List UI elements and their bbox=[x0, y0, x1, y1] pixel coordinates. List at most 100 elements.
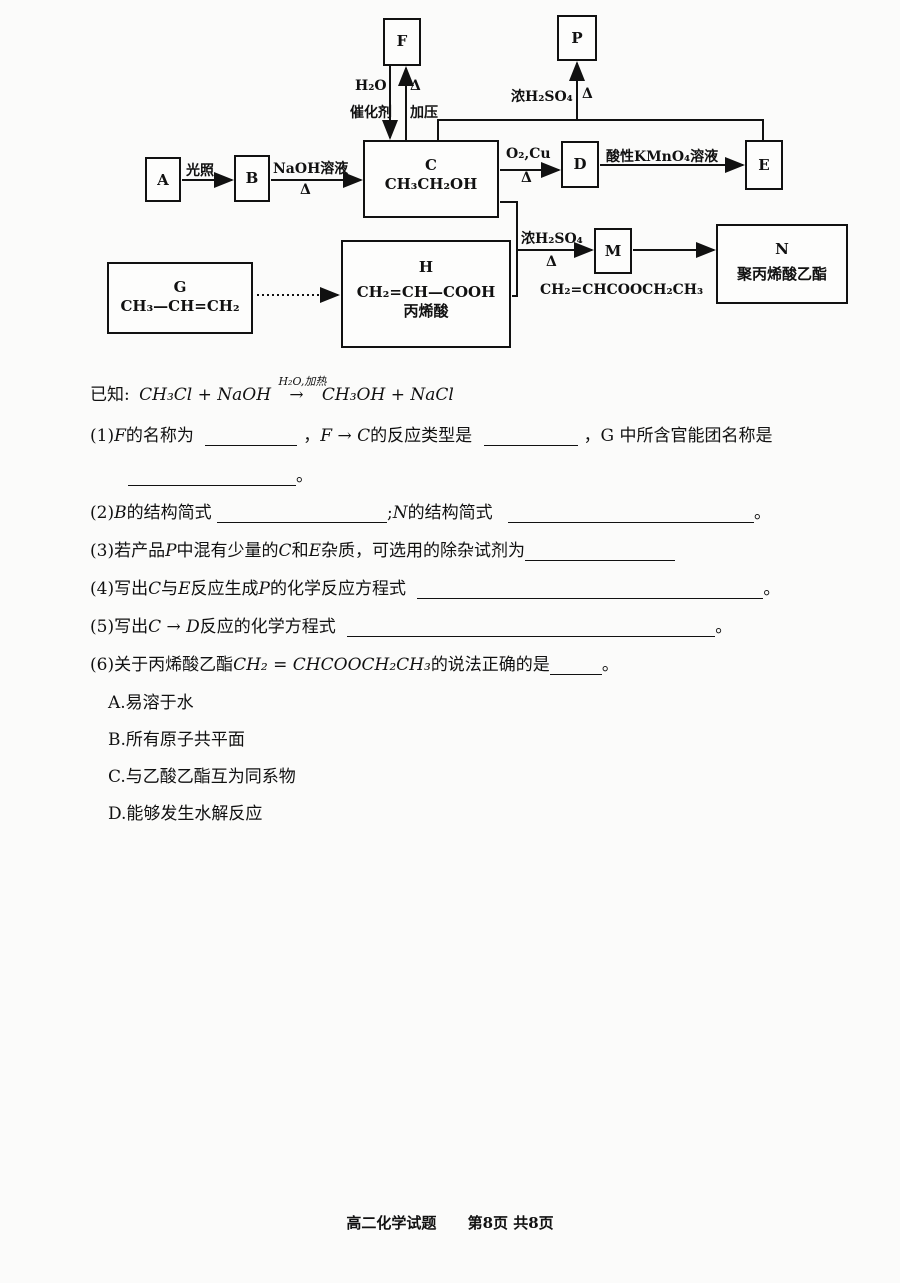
q4-var-p: P bbox=[258, 579, 270, 599]
q2-text-1: 的结构简式 bbox=[126, 503, 212, 523]
box-d: D bbox=[561, 141, 599, 188]
q5-answer-blank[interactable] bbox=[347, 618, 716, 637]
label-c-d-reagent: O₂,Cu bbox=[506, 146, 551, 162]
q1-var-f: F bbox=[114, 426, 126, 446]
q3-text-3: 和 bbox=[291, 541, 309, 561]
q1-text-1: 的名称为 bbox=[125, 426, 194, 446]
box-b-label: B bbox=[245, 169, 259, 187]
q2-end: 。 bbox=[754, 503, 772, 523]
label-b-c-heat: Δ bbox=[300, 182, 311, 198]
label-m-formula: CH₂=CHCOOCH₂CH₃ bbox=[540, 282, 704, 298]
q4-answer-blank[interactable] bbox=[417, 580, 764, 599]
q4-text-4: 的化学反应方程式 bbox=[269, 579, 406, 599]
box-a-label: A bbox=[157, 171, 169, 189]
q3-text-1: (3)若产品 bbox=[90, 541, 166, 561]
box-e: E bbox=[745, 140, 783, 190]
question-1-cont: 。 bbox=[128, 461, 313, 486]
q4-var-c: C bbox=[148, 579, 162, 599]
question-4: (4)写出C与E反应生成P的化学反应方程式 。 bbox=[90, 574, 780, 599]
box-f-label: F bbox=[396, 32, 408, 50]
label-to-p-acid: 浓H₂SO₄ bbox=[511, 89, 573, 105]
box-b: B bbox=[234, 155, 270, 202]
bracket-c-h-m bbox=[500, 201, 518, 297]
question-5: (5)写出C → D反应的化学方程式 。 bbox=[90, 612, 732, 637]
label-to-m-heat: Δ bbox=[546, 254, 557, 270]
box-n: N 聚丙烯酸乙酯 bbox=[716, 224, 848, 304]
label-c-d-heat: Δ bbox=[521, 170, 532, 186]
option-c[interactable]: C.与乙酸乙酯互为同系物 bbox=[108, 767, 296, 787]
box-c-letter: C bbox=[425, 156, 437, 174]
option-d[interactable]: D.能够发生水解反应 bbox=[108, 804, 263, 824]
q3-text-2: 中混有少量的 bbox=[176, 541, 279, 561]
box-h-formula: CH₂=CH—COOH bbox=[356, 282, 496, 301]
q1-answer-blank-3[interactable] bbox=[128, 467, 296, 486]
footer-page: 第8页 共8页 bbox=[467, 1214, 554, 1232]
q1-text-3: ，G 中所含官能团名称是 bbox=[583, 426, 773, 446]
known-eq-right: CH₃OH + NaCl bbox=[321, 385, 454, 405]
q1-number: (1) bbox=[90, 426, 115, 446]
q5-text-2: 反应的化学方程式 bbox=[199, 617, 336, 637]
q6-text-1: (6)关于丙烯酸乙酯 bbox=[90, 655, 234, 675]
label-f-c-heat: Δ bbox=[410, 78, 421, 94]
option-a[interactable]: A.易溶于水 bbox=[108, 693, 194, 713]
q1-answer-blank-2[interactable] bbox=[483, 427, 578, 446]
q2-text-2: 的结构简式 bbox=[407, 503, 493, 523]
box-n-letter: N bbox=[775, 240, 789, 258]
box-h-letter: H bbox=[418, 258, 434, 276]
bracket-c-e-p bbox=[437, 119, 764, 140]
label-a-b: 光照 bbox=[186, 163, 214, 179]
q4-text-3: 反应生成 bbox=[190, 579, 259, 599]
box-g-formula: CH₃—CH=CH₂ bbox=[120, 296, 240, 315]
box-e-label: E bbox=[758, 156, 770, 174]
known-prefix: 已知: bbox=[90, 385, 130, 405]
q6-answer-blank[interactable] bbox=[549, 656, 602, 675]
question-1: (1)F的名称为 ，F → C的反应类型是 ，G 中所含官能团名称是 bbox=[90, 421, 773, 446]
q2-semicolon: ; bbox=[387, 503, 393, 523]
q4-var-e: E bbox=[178, 579, 191, 599]
option-b[interactable]: B.所有原子共平面 bbox=[108, 730, 245, 750]
label-to-p-heat: Δ bbox=[582, 86, 593, 102]
q4-text-2: 与 bbox=[161, 579, 179, 599]
box-f: F bbox=[383, 18, 421, 66]
box-a: A bbox=[145, 157, 181, 202]
box-g-letter: G bbox=[173, 278, 187, 296]
box-h-name: 丙烯酸 bbox=[403, 301, 449, 320]
label-f-c-water: H₂O bbox=[355, 78, 387, 94]
q5-text-1: (5)写出 bbox=[90, 617, 149, 637]
box-p-label: P bbox=[571, 29, 583, 47]
question-6: (6)关于丙烯酸乙酯CH₂ = CHCOOCH₂CH₃的说法正确的是。 bbox=[90, 650, 619, 675]
q3-answer-blank[interactable] bbox=[524, 542, 675, 561]
page-footer: 高二化学试题 第8页 共8页 bbox=[0, 1212, 900, 1233]
q1-answer-blank-1[interactable] bbox=[205, 427, 298, 446]
q3-var-p: P bbox=[165, 541, 177, 561]
q1-comma: ， bbox=[303, 426, 321, 446]
label-f-c-catalyst: 催化剂 bbox=[350, 105, 392, 121]
q6-end: 。 bbox=[601, 655, 619, 675]
box-d-label: D bbox=[573, 155, 587, 173]
box-p: P bbox=[557, 15, 597, 61]
known-eq-arrow: → bbox=[289, 385, 304, 405]
q2-answer-blank-2[interactable] bbox=[508, 504, 755, 523]
q5-end: 。 bbox=[715, 617, 733, 637]
q2-answer-blank-1[interactable] bbox=[217, 504, 387, 523]
box-h: H CH₂=CH—COOH 丙烯酸 bbox=[341, 240, 511, 348]
q5-var-cd: C → D bbox=[148, 617, 200, 637]
q2-var-b: B bbox=[114, 503, 127, 523]
q3-var-c: C bbox=[278, 541, 292, 561]
q3-var-e: E bbox=[308, 541, 321, 561]
q4-end: 。 bbox=[763, 579, 781, 599]
reaction-flow-diagram: F P A B C CH₃CH₂OH D E G CH₃—CH=CH₂ H CH… bbox=[0, 0, 900, 370]
diagram-arrows bbox=[182, 61, 764, 303]
q2-var-n: N bbox=[392, 503, 408, 523]
label-f-c-pressure: 加压 bbox=[410, 105, 438, 121]
known-eq-condition: H₂O,加热 bbox=[278, 375, 327, 388]
question-2: (2)B的结构简式 ;N的结构简式 。 bbox=[90, 498, 771, 523]
q1-end: 。 bbox=[296, 466, 313, 486]
label-b-c: NaOH溶液 bbox=[273, 161, 349, 177]
box-m: M bbox=[594, 228, 632, 274]
q6-text-2: 的说法正确的是 bbox=[430, 655, 550, 675]
box-n-name: 聚丙烯酸乙酯 bbox=[736, 264, 827, 283]
box-c-formula: CH₃CH₂OH bbox=[384, 174, 478, 193]
known-eq-left: CH₃Cl + NaOH bbox=[139, 385, 272, 405]
label-d-e: 酸性KMnO₄溶液 bbox=[606, 149, 719, 165]
